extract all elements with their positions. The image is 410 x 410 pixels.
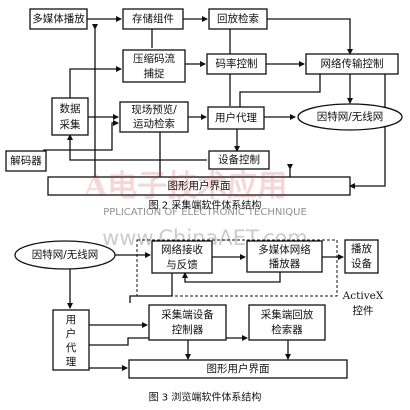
box-network-control-label: 网络传输控制 (321, 57, 384, 70)
activex-label-1: ActiveX (342, 290, 384, 302)
ellipse-internet-2-label: 因特网/无线网 (32, 248, 99, 261)
box-playback-searcher-label-1: 采集端回放 (261, 308, 314, 321)
figure-2: 多媒体播放 存储组件 回放检索 压缩码流 捕捉 码率控制 网络传输控制 数据 采… (5, 8, 403, 196)
box-device-controller-label-2: 控制器 (172, 323, 204, 336)
box-compress-label-2: 捕捉 (144, 67, 165, 80)
ellipse-internet-2: 因特网/无线网 (14, 240, 116, 270)
figure-3-caption: 图 3 浏览端软件体系结构 (149, 391, 262, 404)
box-net-receive-label-2: 与反馈 (166, 258, 198, 271)
figure-3: 因特网/无线网 网络接收 与反馈 多媒体网络 播放器 播放 设备 ActiveX… (14, 239, 384, 379)
box-playback-search-label: 回放检索 (217, 12, 259, 25)
box-compress: 压缩码流 捕捉 (122, 49, 186, 83)
box-multimedia-play: 多媒体播放 (29, 8, 88, 30)
box-user-proxy-label: 用户代理 (215, 111, 257, 124)
box-data-capture-label-1: 数据 (60, 102, 81, 115)
figure-2-caption: 图 2 采集端软件体系结构 (149, 199, 262, 212)
box-net-receive: 网络接收 与反馈 (151, 240, 213, 274)
box-compress-label-1: 压缩码流 (133, 52, 175, 65)
box-user-proxy-2-char-3: 代 (66, 342, 77, 354)
box-decoder-label: 解码器 (10, 154, 42, 167)
watermark: A电子技术应用 PPLICATION OF ELECTRONIC TECHNIQ… (83, 169, 308, 250)
box-gui: 图形用户界面 (47, 176, 351, 196)
box-network-control: 网络传输控制 (305, 53, 399, 75)
box-data-capture-label-2: 采集 (60, 118, 81, 131)
box-gui-2: 图形用户界面 (128, 359, 348, 379)
box-device-controller-label-1: 采集端设备 (161, 308, 214, 321)
box-preview: 现场预览/ 运动检索 (119, 101, 189, 133)
box-device-control: 设备控制 (208, 150, 270, 170)
watermark-subtitle: PPLICATION OF ELECTRONIC TECHNIQUE (103, 207, 307, 218)
box-net-receive-label-1: 网络接收 (161, 243, 203, 256)
box-storage-label: 存储组件 (132, 12, 174, 25)
box-bitrate: 码率控制 (206, 53, 267, 75)
box-user-proxy: 用户代理 (207, 106, 265, 130)
box-play-device-label-1: 播放 (351, 242, 372, 255)
box-play-device-label-2: 设备 (351, 257, 372, 270)
box-play-device: 播放 设备 (344, 239, 379, 274)
box-decoder: 解码器 (5, 150, 47, 172)
ellipse-internet-label: 因特网/无线网 (317, 110, 384, 123)
box-storage: 存储组件 (122, 8, 184, 30)
box-multimedia-play-label: 多媒体播放 (32, 12, 85, 25)
box-user-proxy-2-char-4: 理 (66, 356, 77, 368)
box-preview-label-2: 运动检索 (133, 117, 175, 130)
box-playback-searcher: 采集端回放 检索器 (248, 304, 326, 341)
box-mm-player-label-1: 多媒体网络 (258, 243, 311, 256)
watermark-logo: A电子技术应用 (83, 169, 287, 204)
box-mm-player-label-2: 播放器 (269, 257, 301, 270)
box-playback-search: 回放检索 (208, 8, 268, 30)
box-user-proxy-2-char-1: 用 (66, 314, 77, 326)
activex-label-2: 控件 (353, 304, 374, 317)
box-playback-searcher-label-2: 检索器 (271, 323, 303, 336)
box-mm-player: 多媒体网络 播放器 (246, 240, 323, 273)
box-data-capture: 数据 采集 (51, 97, 89, 136)
box-gui-2-label: 图形用户界面 (207, 362, 270, 375)
ellipse-internet: 因特网/无线网 (297, 103, 403, 131)
box-device-control-label: 设备控制 (218, 153, 260, 166)
box-user-proxy-2-char-2: 户 (66, 327, 77, 340)
box-device-controller: 采集端设备 控制器 (148, 304, 227, 341)
box-preview-label-1: 现场预览/ (131, 103, 177, 116)
activex-label: ActiveX 控件 (342, 290, 384, 317)
box-bitrate-label: 码率控制 (216, 57, 258, 70)
box-gui-label: 图形用户界面 (168, 179, 231, 192)
box-user-proxy-2: 用 户 代 理 (52, 309, 90, 371)
